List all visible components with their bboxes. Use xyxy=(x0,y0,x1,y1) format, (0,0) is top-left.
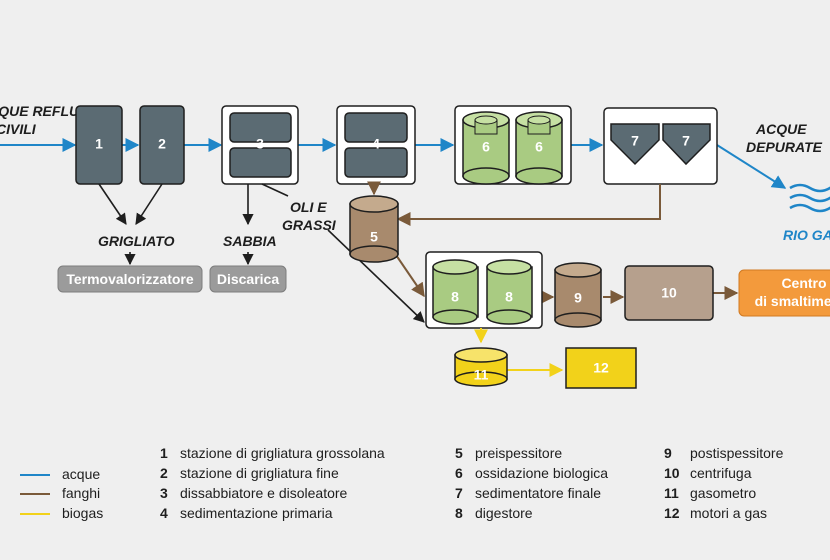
legend-item-number: 8 xyxy=(455,505,463,521)
legend-item-number: 3 xyxy=(160,485,168,501)
unit-9-label: 9 xyxy=(574,290,582,306)
legend-line-acque: acque xyxy=(62,466,101,482)
legend-item: 11 gasometro xyxy=(664,485,756,501)
oli-label-line2: GRASSI xyxy=(282,217,337,233)
legend-item-text: stazione di grigliatura fine xyxy=(180,465,339,481)
unit-7b-label: 7 xyxy=(682,133,690,149)
unit-7a-label: 7 xyxy=(631,133,639,149)
disposal-centre-box: Centro di smaltimento xyxy=(738,269,830,317)
legend-item-number: 6 xyxy=(455,465,463,481)
disposal-centre-label-line1: Centro xyxy=(781,275,826,291)
legend-item: 10 centrifuga xyxy=(664,465,751,481)
legend-item-text: sedimentatore finale xyxy=(475,485,602,501)
sludge-flow-lines xyxy=(367,181,739,304)
legend-item-number: 2 xyxy=(160,465,168,481)
outflow-label-line1: ACQUE xyxy=(755,121,807,137)
unit-8b-label: 8 xyxy=(505,289,513,305)
oli-label-line1: OLI E xyxy=(290,199,327,215)
unit-5-pre-thickener: 5 xyxy=(349,195,399,263)
legend-item-text: gasometro xyxy=(690,485,757,501)
legend-item: 9 postispessitore xyxy=(664,445,783,461)
unit-4-primary-sedimentation: 4 xyxy=(336,105,416,185)
unit-8a-label: 8 xyxy=(451,289,459,305)
legend-item-number: 12 xyxy=(664,505,680,521)
unit-9-post-thickener: 9 xyxy=(554,262,602,328)
legend-item-number: 7 xyxy=(455,485,463,501)
unit-7-final-sedimentation: 7 7 xyxy=(603,107,718,185)
unit-2-label: 2 xyxy=(158,136,166,152)
discarica-box: Discarica xyxy=(209,265,287,293)
unit-5-label: 5 xyxy=(370,229,378,245)
legend-item-text: preispessitore xyxy=(475,445,563,461)
legend-line-fanghi: fanghi xyxy=(62,485,101,501)
residue-arrows xyxy=(98,183,425,323)
legend-item-number: 5 xyxy=(455,445,463,461)
unit-12-label: 12 xyxy=(593,360,609,376)
legend-item: 7 sedimentatore finale xyxy=(455,485,601,501)
unit-10-label: 10 xyxy=(661,285,677,301)
legend-item-text: digestore xyxy=(475,505,533,521)
termovalorizzatore-box: Termovalorizzatore xyxy=(57,265,203,293)
legend-item: 12 motori a gas xyxy=(664,505,767,521)
legend-item-text: sedimentazione primaria xyxy=(180,505,333,521)
sabbia-label: SABBIA xyxy=(223,233,277,249)
legend-item-number: 10 xyxy=(664,465,680,481)
outflow-label-line2: DEPURATE xyxy=(746,139,823,155)
termovalorizzatore-label: Termovalorizzatore xyxy=(66,271,194,287)
unit-11-label: 11 xyxy=(474,367,489,383)
unit-4-label: 4 xyxy=(372,136,380,152)
legend-item-text: stazione di grigliatura grossolana xyxy=(180,445,385,461)
inflow-label-line2: CIVILI xyxy=(0,121,37,137)
legend-item: 2 stazione di grigliatura fine xyxy=(160,465,339,481)
unit-11-gasometer: 11 xyxy=(454,347,508,387)
legend-item: 6 ossidazione biologica xyxy=(455,465,608,481)
legend-item-text: postispessitore xyxy=(690,445,784,461)
unit-12-gas-engines: 12 xyxy=(565,347,637,389)
legend-item: 1 stazione di grigliatura grossolana xyxy=(160,445,385,461)
legend-item: 5 preispessitore xyxy=(455,445,562,461)
unit-1-label: 1 xyxy=(95,136,103,152)
legend-item-text: dissabbiatore e disoleatore xyxy=(180,485,348,501)
biogas-flow-lines xyxy=(474,328,564,377)
unit-8-digester: 8 8 xyxy=(425,251,543,329)
grigliato-label: GRIGLIATO xyxy=(98,233,175,249)
legend-item-number: 4 xyxy=(160,505,168,521)
legend-item-number: 1 xyxy=(160,445,168,461)
legend-item-number: 11 xyxy=(664,485,679,501)
river-waves-icon xyxy=(789,183,830,213)
legend-item-text: centrifuga xyxy=(690,465,752,481)
unit-10-centrifuge: 10 xyxy=(624,265,714,321)
legend-item: 8 digestore xyxy=(455,505,533,521)
river-label: RIO GARZA xyxy=(783,227,830,243)
disposal-centre-label-line2: di smaltimento xyxy=(755,293,830,309)
legend-line-biogas: biogas xyxy=(62,505,104,521)
unit-6b-label: 6 xyxy=(535,139,543,155)
unit-3-degritter: 3 xyxy=(221,105,299,185)
unit-3-label: 3 xyxy=(256,136,264,152)
unit-6-biological-oxidation: 6 6 xyxy=(454,105,572,185)
inflow-label-line1: ACQUE REFLUE xyxy=(0,103,89,119)
legend-item-text: motori a gas xyxy=(690,505,768,521)
legend-item-text: ossidazione biologica xyxy=(475,465,609,481)
legend-item: 4 sedimentazione primaria xyxy=(160,505,333,521)
unit-6a-label: 6 xyxy=(482,139,490,155)
water-flow-lines xyxy=(0,138,787,189)
legend-item-number: 9 xyxy=(664,445,672,461)
discarica-label: Discarica xyxy=(217,271,279,287)
legend-item: 3 dissabbiatore e disoleatore xyxy=(160,485,347,501)
